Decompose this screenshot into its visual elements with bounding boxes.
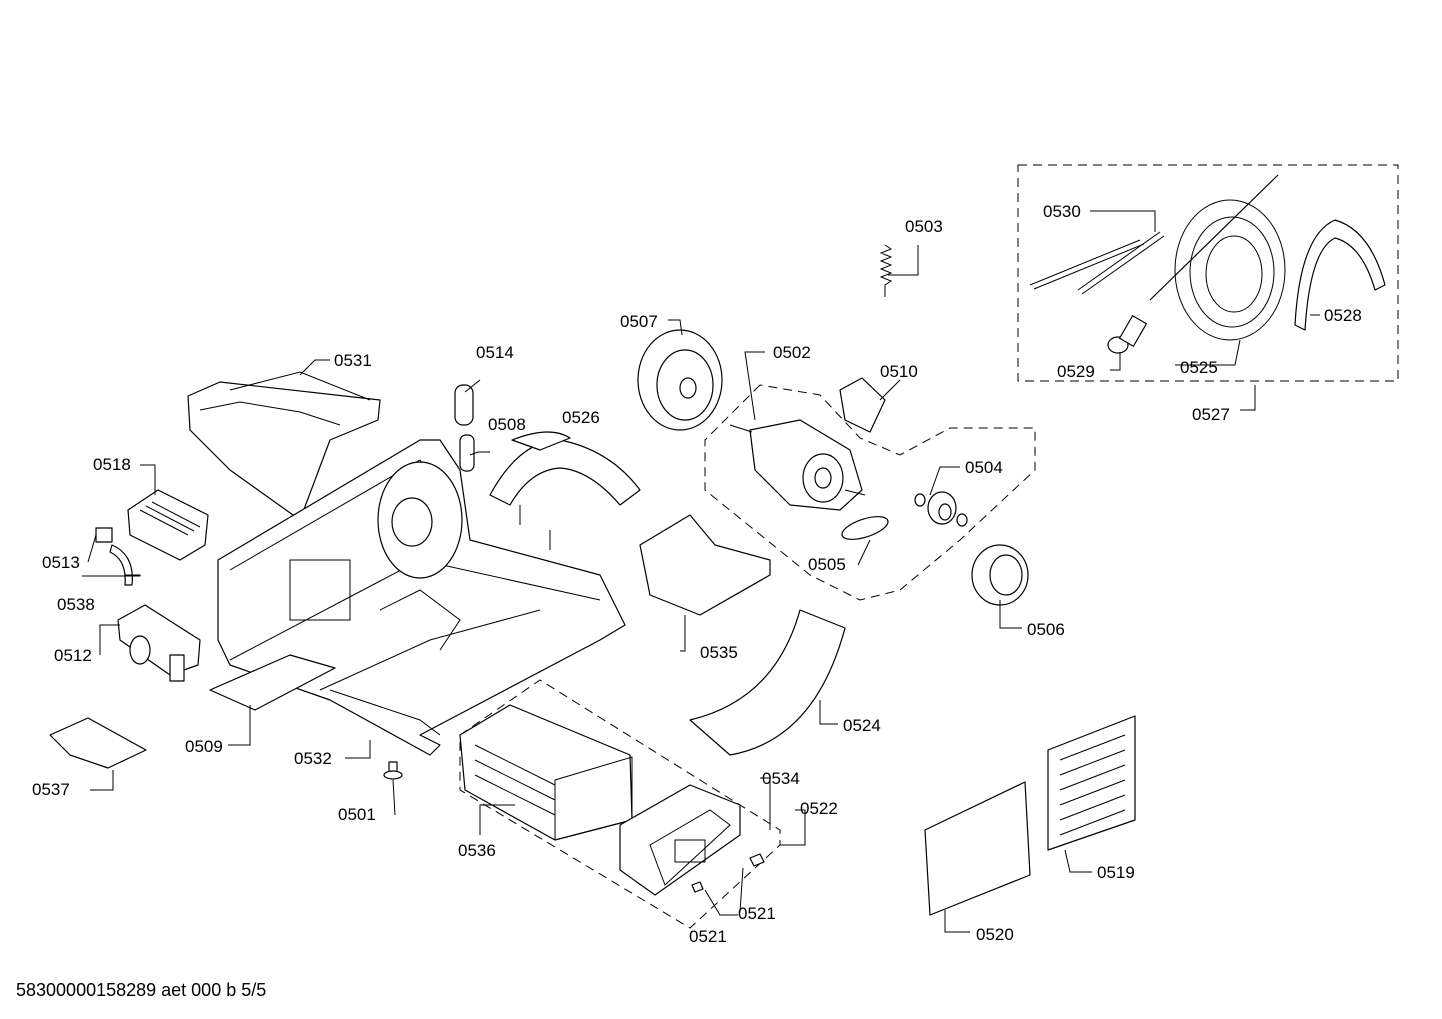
part-0528-hook (1294, 219, 1386, 331)
label-0505: 0505 (808, 555, 846, 574)
part-0535-sheet (639, 514, 771, 616)
label-0525: 0525 (1180, 358, 1218, 377)
part-0513-connector (95, 527, 113, 543)
part-0536-filter (459, 704, 633, 841)
label-0506: 0506 (1027, 620, 1065, 639)
label-0508: 0508 (488, 415, 526, 434)
label-0518: 0518 (93, 455, 131, 474)
part-0520-panel (924, 781, 1031, 916)
part-0501-screw (383, 761, 403, 780)
leader-lines (82, 210, 1320, 933)
part-0524-seal (689, 609, 846, 756)
label-0535: 0535 (700, 643, 738, 662)
label-0534: 0534 (762, 769, 800, 788)
drawing-reference-code: 58300000158289 aet 000 b 5/5 (16, 980, 267, 1000)
part-0509-plate (209, 654, 336, 711)
label-0526: 0526 (562, 408, 600, 427)
label-0524: 0524 (843, 716, 881, 735)
part-0521-clip-b (749, 853, 765, 867)
label-0509: 0509 (185, 737, 223, 756)
part-0529-fitting (1107, 315, 1148, 354)
label-0538: 0538 (57, 595, 95, 614)
label-0512: 0512 (54, 646, 92, 665)
label-0528: 0528 (1324, 306, 1362, 325)
part-0519-grille (1047, 715, 1136, 851)
part-0538-hose (109, 544, 133, 586)
part-0525-hose (1149, 174, 1286, 341)
label-0522: 0522 (800, 799, 838, 818)
part-0526-duct (489, 431, 641, 550)
label-0521-b: 0521 (738, 904, 776, 923)
label-0529: 0529 (1057, 362, 1095, 381)
label-0532: 0532 (294, 749, 332, 768)
part-0505-belt (841, 516, 889, 540)
part-0530-ties (1029, 231, 1165, 295)
group-box-0527 (1017, 164, 1399, 382)
part-0514-capacitor (454, 384, 474, 426)
part-0518-box (127, 489, 209, 561)
part-labels: 0501 0502 0503 0504 0505 0506 0507 0508 … (32, 202, 1362, 946)
label-0521-a: 0521 (689, 927, 727, 946)
label-0536: 0536 (458, 841, 496, 860)
part-0510-bracket (839, 377, 886, 433)
part-0503-spring (879, 244, 893, 297)
part-0537-plate (49, 717, 147, 769)
label-0530: 0530 (1043, 202, 1081, 221)
part-0508-cylinder (459, 434, 475, 472)
label-0531: 0531 (334, 351, 372, 370)
part-0504-pulley (914, 491, 968, 527)
label-0527: 0527 (1192, 405, 1230, 424)
label-0514: 0514 (476, 343, 514, 362)
group-box-0502 (704, 384, 1036, 601)
label-0519: 0519 (1097, 863, 1135, 882)
label-0503: 0503 (905, 217, 943, 236)
label-0510: 0510 (880, 362, 918, 381)
label-0507: 0507 (620, 312, 658, 331)
label-0513: 0513 (42, 553, 80, 572)
label-0501: 0501 (338, 805, 376, 824)
part-0506-blower (971, 544, 1029, 606)
label-0504: 0504 (965, 458, 1003, 477)
part-0502-motor (729, 419, 866, 511)
label-0520: 0520 (976, 925, 1014, 944)
part-0534-frame (619, 784, 741, 896)
part-0507-fan (637, 329, 723, 431)
label-0537: 0537 (32, 780, 70, 799)
label-0502: 0502 (773, 343, 811, 362)
part-0521-clip-a (691, 881, 704, 893)
part-0512-pump (117, 604, 201, 682)
